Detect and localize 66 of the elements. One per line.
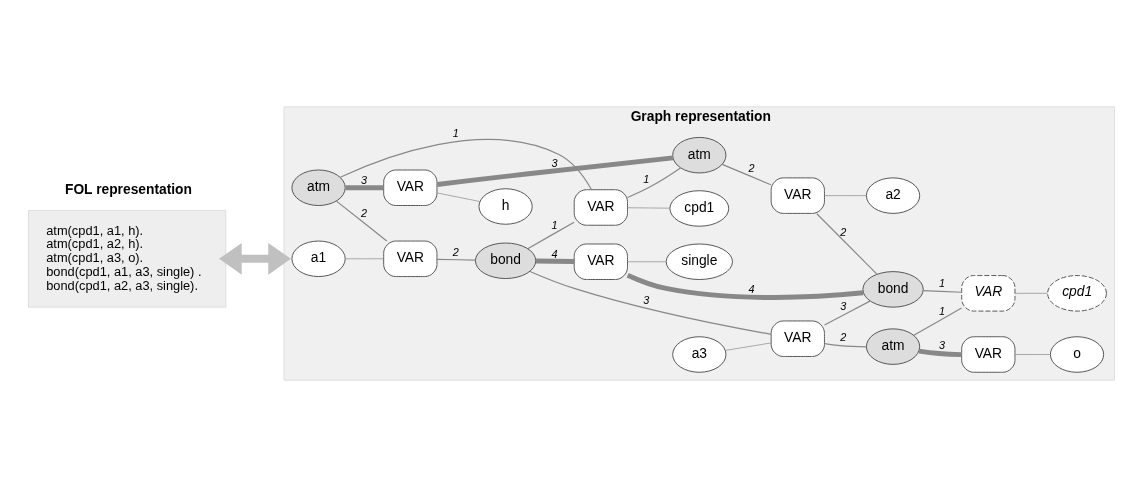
node-ellipse: atm [865, 327, 921, 365]
node-box: VAR [383, 169, 438, 206]
node-ellipse: atm [672, 136, 727, 173]
edge-label: 4 [551, 247, 558, 260]
edge-label: 2 [840, 330, 847, 343]
connector [725, 342, 772, 351]
edge-label: 2 [360, 206, 368, 219]
connector [627, 206, 671, 209]
edge-label: 3 [551, 156, 558, 169]
node-box: VAR [383, 240, 438, 277]
node-ellipse: o [1049, 335, 1105, 373]
connector [816, 212, 878, 275]
edge-label: 1 [938, 304, 946, 317]
connector [824, 342, 867, 347]
edge-label: 2 [748, 161, 755, 174]
edge-label: 1 [643, 172, 650, 185]
connector [627, 260, 667, 262]
connector [436, 258, 476, 261]
node-ellipse: a2 [865, 176, 921, 214]
edge-label: 2 [840, 225, 847, 238]
edge-label: 3 [643, 293, 650, 306]
edge-label: 3 [840, 299, 847, 312]
connector [339, 138, 592, 190]
node-ellipse: a1 [291, 240, 346, 277]
node-ellipse: bond [862, 270, 924, 308]
connector [335, 200, 388, 241]
connector [922, 289, 963, 293]
node-ellipse: h [478, 187, 533, 225]
node-box: VAR [770, 176, 825, 214]
connector [345, 184, 384, 190]
edge-label: 1 [551, 218, 558, 231]
edge-label: 1 [452, 126, 459, 139]
node-box: VAR [961, 335, 1016, 373]
connector [529, 270, 772, 335]
connector [918, 348, 962, 357]
edge-label: 4 [748, 282, 755, 295]
connector [535, 258, 575, 264]
node-box: atm(cpd1, a1, h). atm(cpd1, a2, h). atm(cpd1, a3, o). bond(cpd1, a1, a3, single) . bond(cpd1, a2, a3, single). [27, 209, 227, 308]
connector [626, 272, 864, 300]
node-label: FOL representation [64, 180, 192, 197]
connector [1015, 292, 1048, 294]
node-ellipse: a3 [672, 335, 727, 373]
connector [436, 192, 481, 202]
edge-label: 2 [452, 245, 459, 258]
connector [721, 163, 772, 185]
edge-label: 1 [938, 276, 946, 289]
connector [823, 300, 871, 326]
edge-label: 3 [360, 173, 368, 186]
connector [824, 194, 867, 196]
node-box: VAR [770, 319, 825, 357]
node-box: VAR [961, 274, 1016, 312]
connector [345, 257, 384, 259]
node-box: VAR [573, 243, 628, 280]
node-box: VAR [573, 188, 628, 226]
connector [1015, 353, 1051, 355]
connector [627, 166, 682, 198]
node-ellipse: cpd1 [1047, 274, 1107, 312]
edge-label: 3 [938, 338, 946, 351]
node-ellipse: single [665, 243, 733, 280]
connector [436, 154, 674, 187]
node-ellipse: atm [291, 169, 346, 206]
arrow [219, 242, 291, 275]
node-ellipse: cpd1 [669, 189, 730, 227]
connector [913, 306, 963, 336]
connector [527, 221, 575, 249]
node-ellipse: bond [474, 242, 537, 279]
